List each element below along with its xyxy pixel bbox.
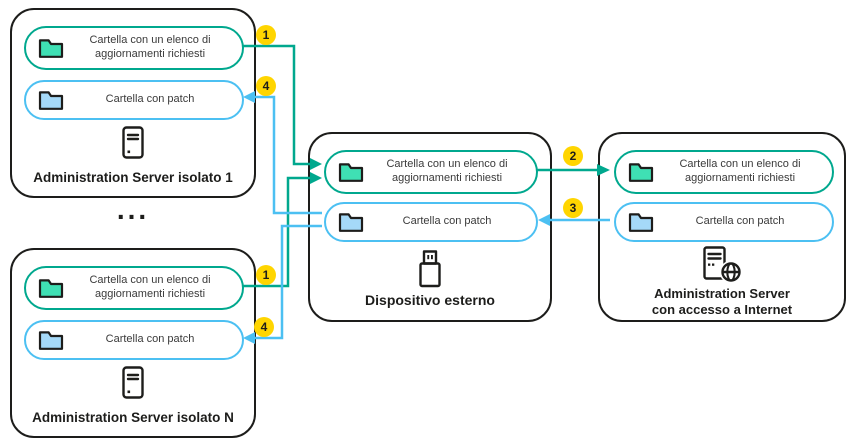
server-tower-icon <box>122 366 144 399</box>
folder-label: Cartella con un elenco di aggiornamenti … <box>386 158 508 184</box>
title-line-1: Administration Server <box>654 286 790 301</box>
step-badge-1-server1: 1 <box>256 25 276 45</box>
device-updates-folder-pill: Cartella con un elenco di aggiornamenti … <box>324 150 538 194</box>
server1-updates-folder-pill: Cartella con un elenco di aggiornamenti … <box>24 26 244 70</box>
blue-folder-icon <box>338 212 364 233</box>
step-badge-1-serverN: 1 <box>256 265 276 285</box>
blue-folder-icon <box>628 212 654 233</box>
green-folder-icon <box>38 278 64 299</box>
folder-label: Cartella con un elenco di aggiornamenti … <box>89 274 211 300</box>
step-badge-4-serverN: 4 <box>254 317 274 337</box>
blue-folder-icon <box>38 330 64 351</box>
green-folder-icon <box>338 162 364 183</box>
folder-label: Cartella con patch <box>105 333 195 346</box>
internet-updates-folder-pill: Cartella con un elenco di aggiornamenti … <box>614 150 834 194</box>
server-tower-icon <box>122 126 144 159</box>
step-badge-4-server1: 4 <box>256 76 276 96</box>
external-device-box: Cartella con un elenco di aggiornamenti … <box>308 132 552 322</box>
step-badge-3: 3 <box>563 198 583 218</box>
isolated-server-n-box: Cartella con un elenco di aggiornamenti … <box>10 248 256 438</box>
serverN-updates-folder-pill: Cartella con un elenco di aggiornamenti … <box>24 266 244 310</box>
title-line-2: con accesso a Internet <box>651 302 793 318</box>
folder-label: Cartella con patch <box>402 215 492 228</box>
folder-label: Cartella con patch <box>105 93 195 106</box>
internet-server-box: Cartella con un elenco di aggiornamenti … <box>598 132 846 322</box>
green-folder-icon <box>38 38 64 59</box>
node-title: Dispositivo esterno <box>365 292 495 308</box>
device-patch-folder-pill: Cartella con patch <box>324 202 538 242</box>
node-title: Administration Server isolato 1 <box>33 170 233 185</box>
node-title: Administration Server isolato N <box>32 410 234 425</box>
node-title: Administration Server con accesso a Inte… <box>600 286 844 319</box>
green-folder-icon <box>628 162 654 183</box>
more-servers-ellipsis: ... <box>116 194 150 225</box>
folder-label: Cartella con un elenco di aggiornamenti … <box>679 158 801 184</box>
serverN-patch-folder-pill: Cartella con patch <box>24 320 244 360</box>
usb-drive-icon <box>417 250 443 288</box>
internet-patch-folder-pill: Cartella con patch <box>614 202 834 242</box>
isolated-server-1-box: Cartella con un elenco di aggiornamenti … <box>10 8 256 198</box>
step-badge-2: 2 <box>563 146 583 166</box>
folder-label: Cartella con patch <box>695 215 785 228</box>
server-globe-icon <box>702 246 742 284</box>
folder-label: Cartella con un elenco di aggiornamenti … <box>89 34 211 60</box>
server1-patch-folder-pill: Cartella con patch <box>24 80 244 120</box>
blue-folder-icon <box>38 90 64 111</box>
